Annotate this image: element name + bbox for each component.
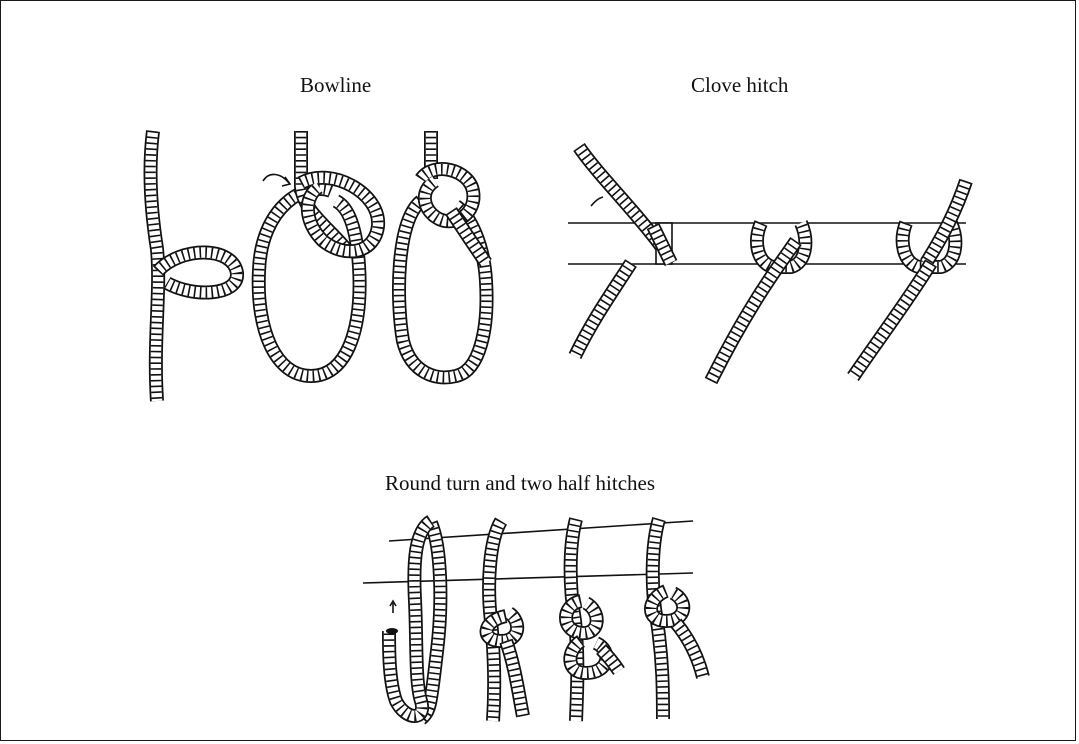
- bowline-step-1: [150, 131, 237, 401]
- bowline-step-3: [399, 131, 487, 377]
- round-turn-step-2: [487, 521, 523, 721]
- round-turn-figure: [363, 519, 703, 721]
- round-turn-step-1: [386, 521, 440, 719]
- round-turn-step-4: [651, 519, 703, 719]
- clove-hitch-step-3: [853, 181, 966, 377]
- bowline-figure: [150, 131, 486, 401]
- bowline-step-2: [259, 131, 378, 376]
- clove-hitch-step-1: [575, 147, 672, 356]
- round-turn-step-3: [566, 519, 619, 721]
- clove-hitch-step-2: [711, 223, 805, 381]
- direction-arrow-icon: [263, 174, 289, 183]
- clove-hitch-figure: [568, 147, 966, 381]
